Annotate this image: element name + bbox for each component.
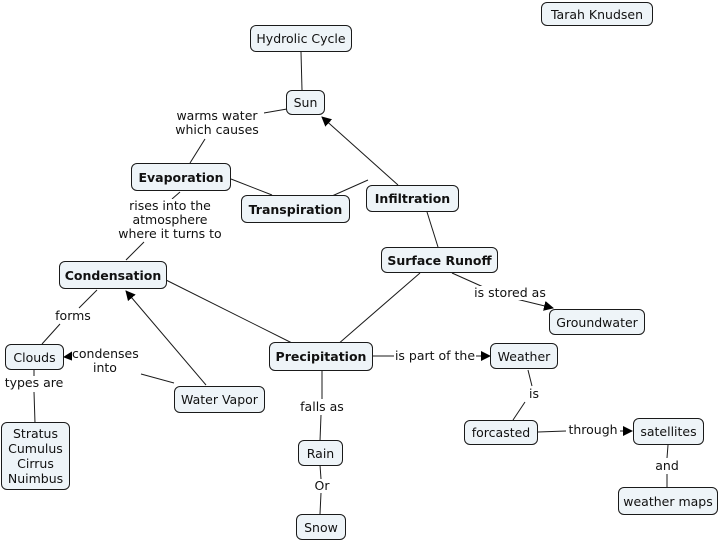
rain-node: Rain (298, 440, 343, 466)
edge-cycle-sun (300, 51, 303, 91)
edge-falls-rain (319, 414, 322, 442)
forcasted-node: forcasted (464, 420, 538, 445)
hydrologic-cycle-node: Hydrolic Cycle (250, 25, 352, 52)
edge-forcasted-through (537, 430, 567, 433)
link-warms-water: warms water which causes (170, 109, 264, 137)
groundwater-node: Groundwater (549, 309, 645, 335)
link-and: and (652, 459, 682, 473)
link-or: Or (310, 479, 334, 493)
edge-vapor-condensation (125, 290, 207, 386)
author-node: Tarah Knudsen (541, 2, 653, 26)
edge-transpiration-infiltration (331, 179, 369, 197)
link-is: is (524, 387, 544, 401)
snow-node: Snow (296, 514, 346, 540)
edge-infiltration-sun (321, 116, 399, 186)
cloud-types-node: Stratus Cumulus Cirrus Nuimbus (1, 422, 70, 490)
edge-evaporation-transpiration (230, 178, 273, 196)
satellites-node: satellites (633, 418, 704, 445)
edge-forms-clouds (41, 323, 61, 345)
edge-vapor-condenses (140, 373, 175, 384)
weather-maps-node: weather maps (618, 487, 718, 515)
link-falls-as: falls as (298, 400, 346, 414)
edge-infiltration-runoff (426, 211, 439, 248)
weather-node: Weather (490, 343, 558, 369)
infiltration-node: Infiltration (366, 185, 459, 212)
edge-condensation-forms (78, 289, 98, 309)
edge-rises-condensation (125, 241, 145, 261)
edge-is-forcasted (512, 401, 526, 421)
link-through: through (566, 423, 620, 437)
condensation-node: Condensation (59, 261, 167, 289)
link-forms: forms (52, 309, 94, 323)
link-condenses-into: condenses into (72, 346, 139, 375)
sun-node: Sun (286, 90, 325, 115)
clouds-node: Clouds (5, 344, 64, 370)
edge-runoff-precipitation (336, 272, 421, 346)
surface-runoff-node: Surface Runoff (381, 247, 498, 273)
transpiration-node: Transpiration (241, 195, 350, 223)
edge-evaporation-rises (171, 191, 181, 200)
link-is-part-of: is part of the (394, 348, 476, 363)
edge-rain-or (319, 464, 322, 480)
edge-types-list (33, 391, 36, 424)
link-rises-into: rises into the atmosphere where it turns… (108, 199, 232, 241)
edge-warms-evaporation (189, 138, 206, 164)
edge-or-snow (319, 492, 322, 515)
precipitation-node: Precipitation (269, 342, 373, 371)
evaporation-node: Evaporation (131, 163, 231, 191)
edge-weather-is (527, 369, 533, 387)
edge-condensation-precipitation (165, 279, 295, 345)
edge-satellites-and (666, 444, 669, 459)
water-vapor-node: Water Vapor (174, 386, 265, 413)
link-types-are: types are (2, 376, 66, 390)
link-is-stored-as: is stored as (472, 286, 548, 300)
